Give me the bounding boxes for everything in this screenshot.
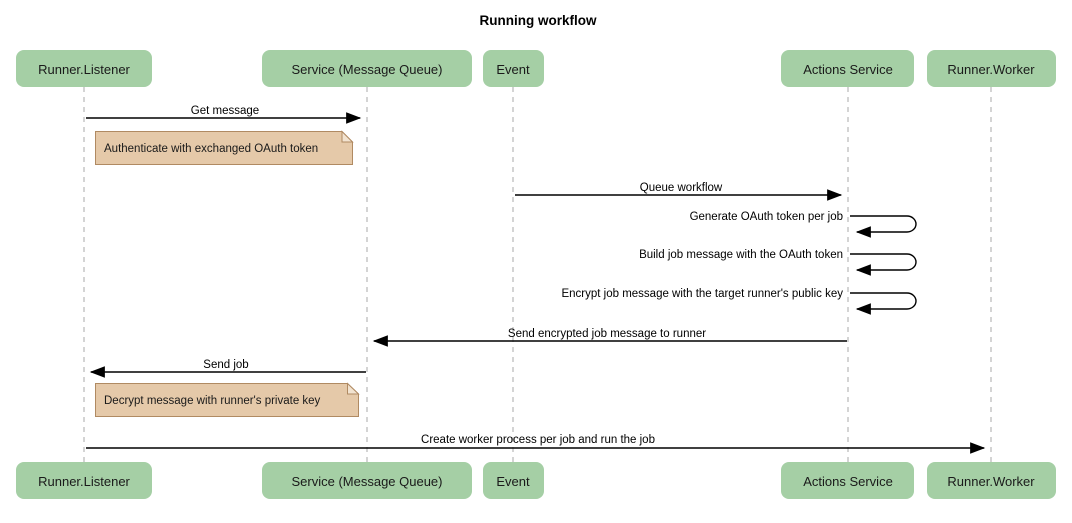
participant-runner-worker-top[interactable]: Runner.Worker [927,50,1056,87]
participant-actions-service-bottom[interactable]: Actions Service [781,462,914,499]
participant-runner-listener-bottom[interactable]: Runner.Listener [16,462,152,499]
message-send-job[interactable]: Send job [89,359,366,378]
participant-box[interactable] [16,462,152,499]
participant-label: Runner.Listener [38,474,130,489]
message-label: Get message [191,105,259,117]
participant-label: Actions Service [803,62,893,77]
participant-event-bottom[interactable]: Event [483,462,544,499]
message-label: Generate OAuth token per job [690,211,843,223]
message-label: Build job message with the OAuth token [639,249,843,261]
note-decrypt-note: Decrypt message with runner's private ke… [95,382,360,417]
participant-runner-worker-bottom[interactable]: Runner.Worker [927,462,1056,499]
participant-box[interactable] [16,50,152,87]
page-title: Running workflow [480,13,597,28]
participant-box[interactable] [927,50,1056,87]
message-label: Encrypt job message with the target runn… [561,288,843,300]
participant-service-message-queue-top[interactable]: Service (Message Queue) [262,50,472,87]
self-loop-arrow[interactable] [850,253,917,276]
participant-label: Service (Message Queue) [291,474,442,489]
message-label: Create worker process per job and run th… [421,434,655,446]
participant-label: Event [496,474,530,489]
participant-runner-listener-top[interactable]: Runner.Listener [16,50,152,87]
message-generate-oauth-token-per-job[interactable]: Generate OAuth token per job [690,211,917,238]
participant-label: Runner.Listener [38,62,130,77]
participant-box[interactable] [483,462,544,499]
note-text: Decrypt message with runner's private ke… [104,395,321,407]
participants-footer: Runner.Listener Service (Message Queue) … [16,462,1056,499]
participant-event-top[interactable]: Event [483,50,544,87]
participant-box[interactable] [262,462,472,499]
participant-label: Runner.Worker [947,474,1035,489]
participant-label: Service (Message Queue) [291,62,442,77]
participant-box[interactable] [927,462,1056,499]
lifelines [83,87,992,462]
note-body [95,131,353,165]
participant-label: Actions Service [803,474,893,489]
note-authenticate-note: Authenticate with exchanged OAuth token [95,130,354,165]
message-build-job-message-with-the-oauth-token[interactable]: Build job message with the OAuth token [639,249,917,276]
message-label: Send job [203,359,248,371]
participants-header: Runner.Listener Service (Message Queue) … [16,50,1056,87]
message-send-encrypted-job-message-to-runner[interactable]: Send encrypted job message to runner [372,328,847,347]
participant-label: Event [496,62,530,77]
participant-box[interactable] [781,462,914,499]
message-label: Send encrypted job message to runner [508,328,706,340]
message-create-worker-process-per-job-and-run-the-job[interactable]: Create worker process per job and run th… [86,434,986,454]
participant-actions-service-top[interactable]: Actions Service [781,50,914,87]
participant-box[interactable] [781,50,914,87]
participant-label: Runner.Worker [947,62,1035,77]
message-encrypt-job-message-with-the-target-runners-public-key[interactable]: Encrypt job message with the target runn… [561,288,917,315]
participant-service-message-queue-bottom[interactable]: Service (Message Queue) [262,462,472,499]
self-loop-arrow[interactable] [850,215,917,238]
message-queue-workflow[interactable]: Queue workflow [515,182,843,201]
note-fold-corner [341,130,354,143]
note-fold-corner [347,382,360,395]
message-get-message[interactable]: Get message [86,105,362,124]
message-label: Queue workflow [640,182,723,194]
self-loop-arrow[interactable] [850,292,917,315]
note-body [95,383,359,417]
participant-box[interactable] [262,50,472,87]
note-text: Authenticate with exchanged OAuth token [104,143,318,155]
participant-box[interactable] [483,50,544,87]
